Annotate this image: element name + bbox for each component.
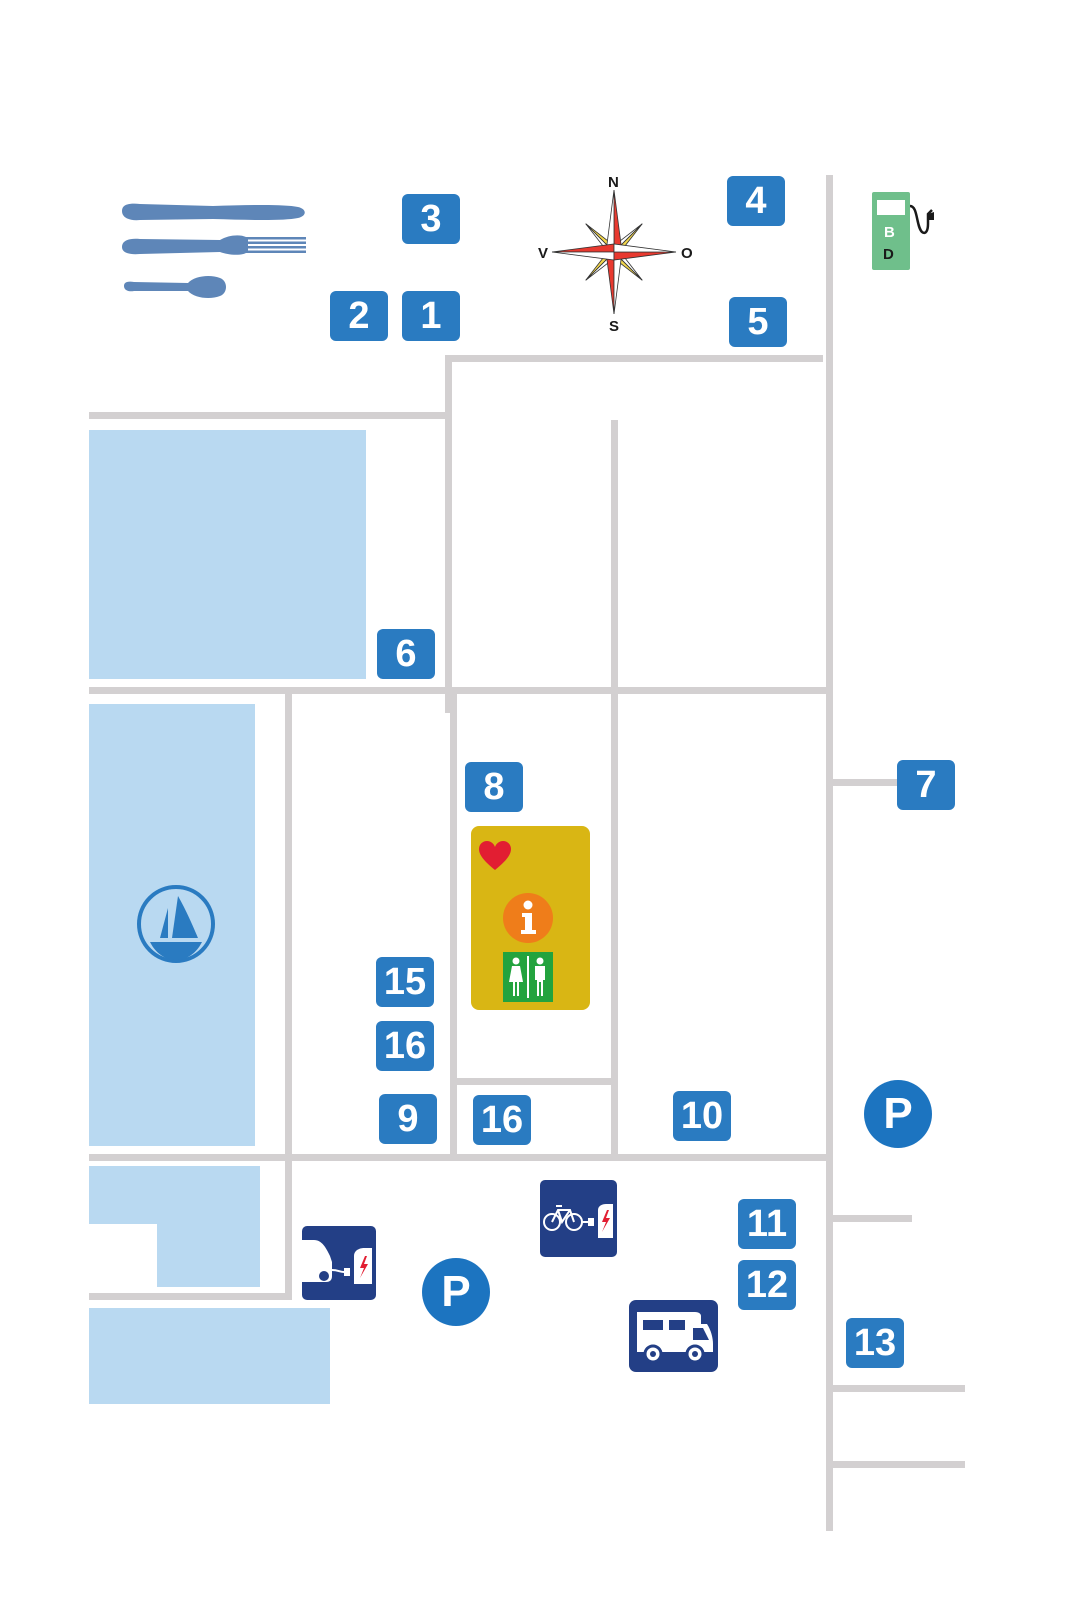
road-spur-east-3 bbox=[830, 1461, 965, 1468]
road-main-vertical bbox=[826, 175, 833, 1531]
location-marker-16-west[interactable]: 16 bbox=[376, 1021, 434, 1071]
location-marker-9[interactable]: 9 bbox=[379, 1094, 437, 1144]
compass-west-label: V bbox=[538, 245, 549, 262]
location-marker-1[interactable]: 1 bbox=[402, 291, 460, 341]
motorhome-icon[interactable] bbox=[629, 1300, 718, 1372]
road-middle bbox=[89, 687, 829, 694]
location-marker-7[interactable]: 7 bbox=[897, 760, 955, 810]
road-north bbox=[445, 355, 823, 362]
location-marker-3[interactable]: 3 bbox=[402, 194, 460, 244]
road-spur-east-1 bbox=[830, 1215, 912, 1222]
fuel-letter-d: D bbox=[883, 246, 894, 263]
cutlery-icon bbox=[118, 198, 310, 302]
info-icon[interactable] bbox=[502, 892, 554, 944]
location-marker-15[interactable]: 15 bbox=[376, 957, 434, 1007]
road-inner-vertical-west bbox=[445, 355, 452, 713]
bike-charging-icon[interactable] bbox=[540, 1180, 617, 1257]
road-inner-vertical-middle bbox=[611, 420, 618, 1160]
parking-icon-east[interactable]: P bbox=[864, 1080, 932, 1148]
location-marker-13[interactable]: 13 bbox=[846, 1318, 904, 1368]
location-marker-11[interactable]: 11 bbox=[738, 1199, 796, 1249]
water-area-north bbox=[89, 430, 366, 679]
road-southwest bbox=[89, 1293, 289, 1300]
fuel-pump-icon[interactable] bbox=[870, 190, 938, 272]
location-marker-5[interactable]: 5 bbox=[729, 297, 787, 347]
water-area-south-step bbox=[157, 1166, 260, 1287]
parking-icon-south[interactable]: P bbox=[422, 1258, 490, 1326]
road-short-cross bbox=[452, 1078, 616, 1085]
road-spur-east-2 bbox=[830, 1385, 965, 1392]
road-harbour-vertical bbox=[285, 690, 292, 1300]
water-area-bottom bbox=[89, 1308, 330, 1404]
location-marker-10[interactable]: 10 bbox=[673, 1091, 731, 1141]
location-marker-16-east[interactable]: 16 bbox=[473, 1095, 531, 1145]
compass-south-label: S bbox=[609, 318, 620, 335]
location-marker-8[interactable]: 8 bbox=[465, 762, 523, 812]
compass-east-label: O bbox=[681, 245, 693, 262]
location-marker-12[interactable]: 12 bbox=[738, 1260, 796, 1310]
location-marker-2[interactable]: 2 bbox=[330, 291, 388, 341]
road-northwest bbox=[89, 412, 449, 419]
location-marker-6[interactable]: 6 bbox=[377, 629, 435, 679]
heart-icon bbox=[478, 840, 512, 872]
toilets-icon[interactable] bbox=[503, 952, 553, 1002]
road-south bbox=[89, 1154, 829, 1161]
compass-rose-icon bbox=[546, 188, 680, 320]
compass-north-label: N bbox=[608, 174, 619, 191]
sailboat-icon bbox=[136, 884, 216, 964]
car-charging-icon[interactable] bbox=[302, 1226, 376, 1300]
fuel-letter-b: B bbox=[884, 224, 895, 241]
harbour-area bbox=[89, 704, 255, 1146]
location-marker-4[interactable]: 4 bbox=[727, 176, 785, 226]
road-spur-7 bbox=[830, 779, 900, 786]
road-centre-vertical bbox=[450, 690, 457, 1158]
